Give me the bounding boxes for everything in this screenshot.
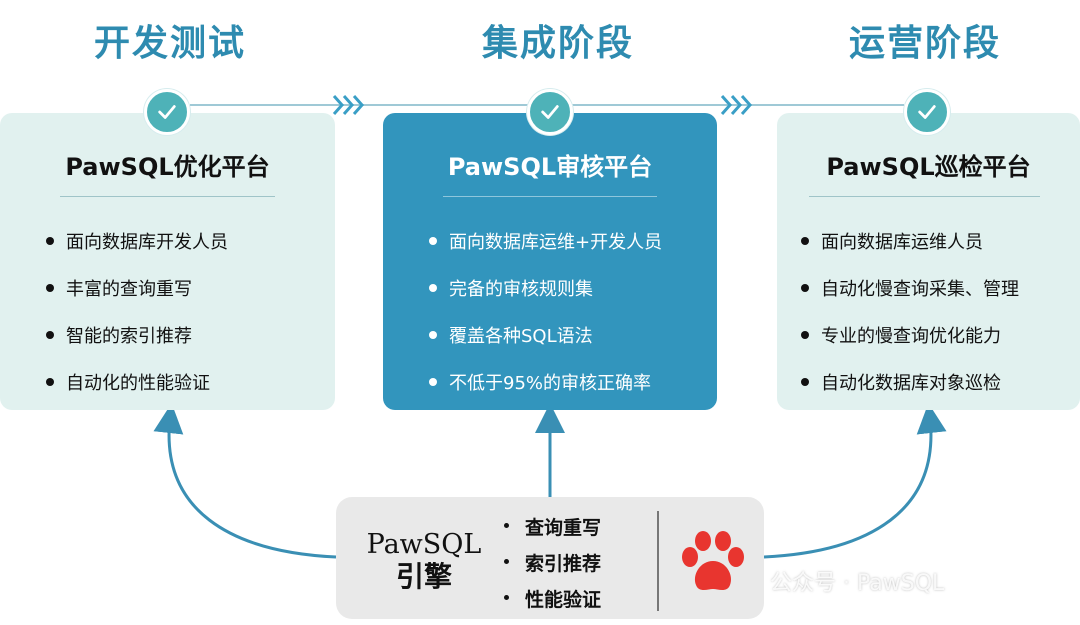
bullet-icon: [429, 378, 437, 386]
list-item: 面向数据库运维人员: [801, 231, 1019, 278]
list-item: 性能验证: [504, 585, 601, 621]
bullet-icon: [801, 237, 809, 245]
arrow-to-optimize: [153, 403, 337, 559]
card-title: PawSQL优化平台: [65, 153, 270, 181]
list-item: 自动化慢查询采集、管理: [801, 278, 1019, 325]
list-item: 专业的慢查询优化能力: [801, 325, 1019, 372]
chevron-arrows-1: [332, 95, 365, 115]
card-audit-platform: PawSQL审核平台 面向数据库运维+开发人员 完备的审核规则集 覆盖各种SQL…: [383, 113, 717, 410]
bullet-icon: [504, 595, 509, 600]
list-item: 不低于95%的审核正确率: [429, 372, 662, 419]
list-item: 智能的索引推荐: [46, 325, 228, 372]
list-item: 完备的审核规则集: [429, 278, 662, 325]
check-icon: [904, 89, 950, 135]
watermark: 公众号 · PawSQL: [770, 571, 945, 596]
feature-list: 面向数据库开发人员 丰富的查询重写 智能的索引推荐 自动化的性能验证: [46, 231, 228, 419]
card-title: PawSQL审核平台: [447, 153, 653, 181]
list-item: 查询重写: [504, 513, 601, 549]
chevron-arrows-2: [720, 95, 753, 115]
bullet-icon: [46, 237, 54, 245]
feature-list: 面向数据库运维人员 自动化慢查询采集、管理 专业的慢查询优化能力 自动化数据库对…: [801, 231, 1019, 419]
engine-name-line1: PawSQL: [366, 529, 482, 560]
check-icon: [144, 89, 190, 135]
arrow-to-inspect: [763, 403, 947, 559]
list-item: 索引推荐: [504, 549, 601, 585]
bullet-icon: [504, 523, 509, 528]
bullet-icon: [429, 331, 437, 339]
paw-icon: [682, 531, 744, 590]
divider: [443, 196, 657, 197]
card-inspect-platform: PawSQL巡检平台 面向数据库运维人员 自动化慢查询采集、管理 专业的慢查询优…: [777, 113, 1080, 410]
stage-title-dev: 开发测试: [93, 23, 246, 64]
bullet-icon: [801, 378, 809, 386]
divider: [809, 196, 1040, 197]
engine-box: PawSQL 引擎 查询重写 索引推荐 性能验证: [336, 497, 764, 619]
list-item: 自动化的性能验证: [46, 372, 228, 419]
bullet-icon: [429, 237, 437, 245]
engine-name: PawSQL 引擎: [364, 529, 484, 593]
list-item: 面向数据库运维+开发人员: [429, 231, 662, 278]
list-item: 自动化数据库对象巡检: [801, 372, 1019, 419]
divider: [60, 196, 275, 197]
bullet-icon: [46, 378, 54, 386]
feature-list: 面向数据库运维+开发人员 完备的审核规则集 覆盖各种SQL语法 不低于95%的审…: [429, 231, 662, 419]
separator: [657, 511, 659, 611]
bullet-icon: [46, 331, 54, 339]
card-optimize-platform: PawSQL优化平台 面向数据库开发人员 丰富的查询重写 智能的索引推荐 自动化…: [0, 113, 335, 410]
list-item: 丰富的查询重写: [46, 278, 228, 325]
stage-title-operation: 运营阶段: [848, 23, 1001, 64]
list-item: 覆盖各种SQL语法: [429, 325, 662, 372]
stage-title-integration: 集成阶段: [481, 23, 634, 64]
card-title: PawSQL巡检平台: [826, 153, 1031, 181]
bullet-icon: [801, 284, 809, 292]
bullet-icon: [46, 284, 54, 292]
check-icon: [527, 89, 573, 135]
bullet-icon: [801, 331, 809, 339]
bullet-icon: [504, 559, 509, 564]
bullet-icon: [429, 284, 437, 292]
engine-name-line2: 引擎: [395, 560, 452, 593]
engine-feature-list: 查询重写 索引推荐 性能验证: [504, 513, 601, 621]
list-item: 面向数据库开发人员: [46, 231, 228, 278]
